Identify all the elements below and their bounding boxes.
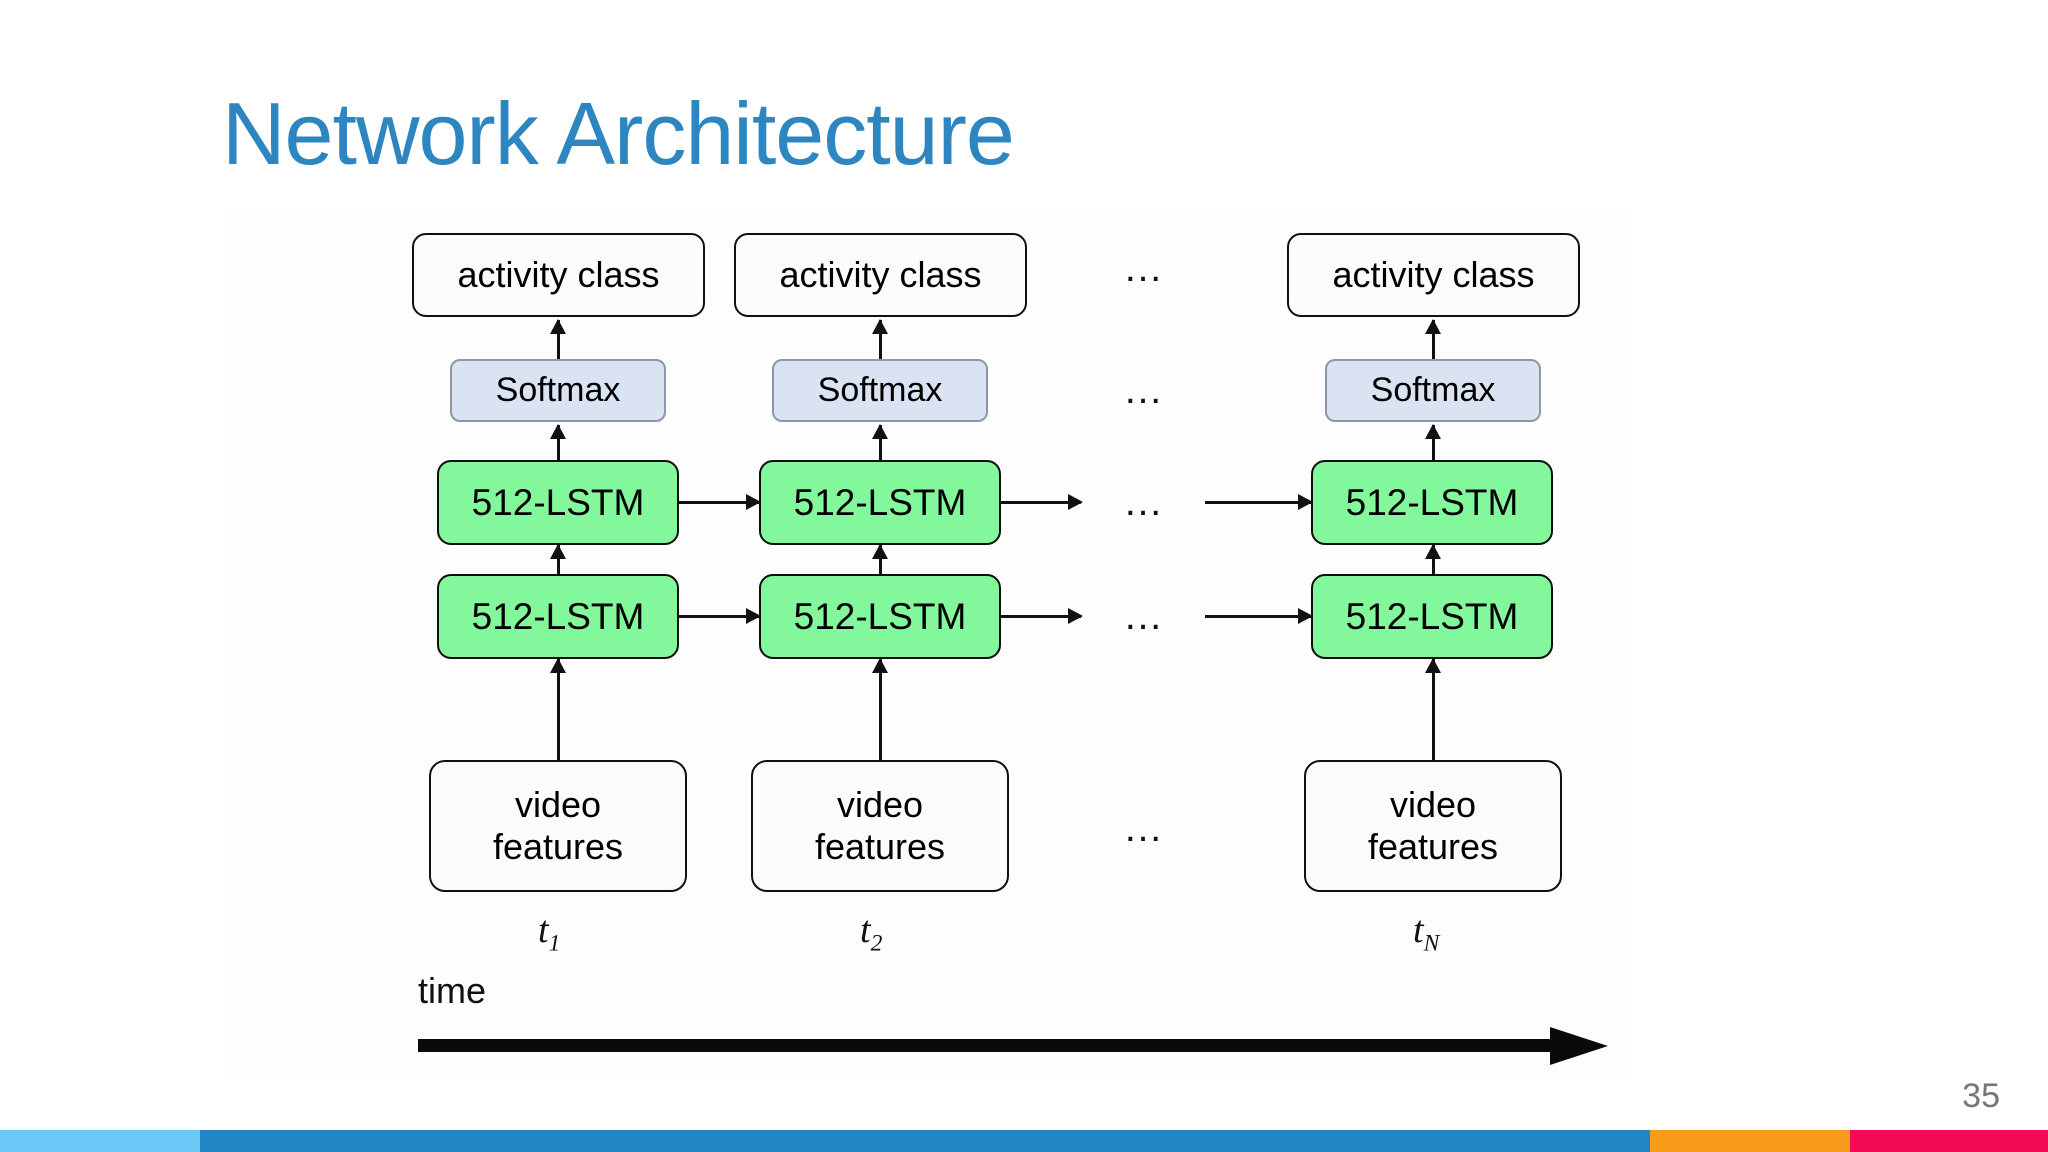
arrow-softmax-to-activity-t2 [872,319,888,359]
time-axis-arrow [418,1027,1608,1065]
activity-class-box-t2: activity class [734,233,1027,317]
network-architecture-diagram: activity class activity class … activity… [230,210,1630,1080]
video-features-box-t1: video features [429,760,687,892]
activity-class-box-tn: activity class [1287,233,1580,317]
time-tick-sub-t1: 1 [548,930,561,957]
arrow-softmax-to-activity-tn [1425,319,1441,359]
bottom-color-bar [0,1130,2048,1152]
lstm-upper-box-tn: 512-LSTM [1311,460,1553,545]
softmax-box-t2: Softmax [772,359,988,422]
activity-class-box-t1: activity class [412,233,705,317]
lstm-lower-row-ellipsis: … [1123,594,1167,638]
time-tick-base-t2: t [860,909,871,951]
time-tick-label-tn: tN [1413,908,1439,958]
arrow-recurrent-lower-t1-to-t2 [679,608,761,624]
bottom-bar-segment-light-blue [0,1130,200,1152]
time-tick-base-t1: t [538,909,549,951]
arrow-recurrent-upper-ellipsis-to-tn [1205,494,1313,510]
arrow-recurrent-lower-ellipsis-to-tn [1205,608,1313,624]
page-number: 35 [1962,1077,2000,1115]
bottom-bar-segment-orange [1650,1130,1850,1152]
bottom-bar-segment-crimson [1850,1130,2048,1152]
arrow-video-to-lstm-lower-tn [1425,658,1441,760]
bottom-bar-segment-blue [200,1130,1650,1152]
video-features-row-ellipsis: … [1123,806,1167,850]
softmax-box-t1: Softmax [450,359,666,422]
page-title: Network Architecture [222,84,1015,183]
arrow-recurrent-upper-t2-to-ellipsis [1001,494,1083,510]
softmax-row-ellipsis: … [1123,368,1167,412]
time-tick-base-tn: t [1413,909,1424,951]
softmax-box-tn: Softmax [1325,359,1541,422]
time-tick-label-t1: t1 [538,908,560,958]
arrow-video-to-lstm-lower-t2 [872,658,888,760]
lstm-upper-box-t2: 512-LSTM [759,460,1001,545]
lstm-upper-row-ellipsis: … [1123,480,1167,524]
arrow-lstm-upper-to-softmax-t1 [550,424,566,460]
time-tick-sub-tn: N [1423,930,1440,957]
time-axis-label: time [418,970,487,1011]
arrow-video-to-lstm-lower-t1 [550,658,566,760]
video-features-box-tn: video features [1304,760,1562,892]
time-tick-sub-t2: 2 [870,930,883,957]
arrow-recurrent-lower-t2-to-ellipsis [1001,608,1083,624]
activity-class-row-ellipsis: … [1123,246,1167,290]
video-features-box-t2: video features [751,760,1009,892]
lstm-upper-box-t1: 512-LSTM [437,460,679,545]
time-axis-arrowhead-icon [1550,1027,1608,1065]
arrow-lstm-upper-to-softmax-tn [1425,424,1441,460]
arrow-recurrent-upper-t1-to-t2 [679,494,761,510]
arrow-lstm-lower-to-upper-t1 [550,544,566,588]
arrow-softmax-to-activity-t1 [550,319,566,359]
lstm-lower-box-t2: 512-LSTM [759,574,1001,659]
arrow-lstm-upper-to-softmax-t2 [872,424,888,460]
lstm-lower-box-t1: 512-LSTM [437,574,679,659]
lstm-lower-box-tn: 512-LSTM [1311,574,1553,659]
arrow-lstm-lower-to-upper-tn [1425,544,1441,588]
time-tick-label-t2: t2 [860,908,882,958]
time-axis-shaft [418,1039,1558,1052]
arrow-lstm-lower-to-upper-t2 [872,544,888,588]
